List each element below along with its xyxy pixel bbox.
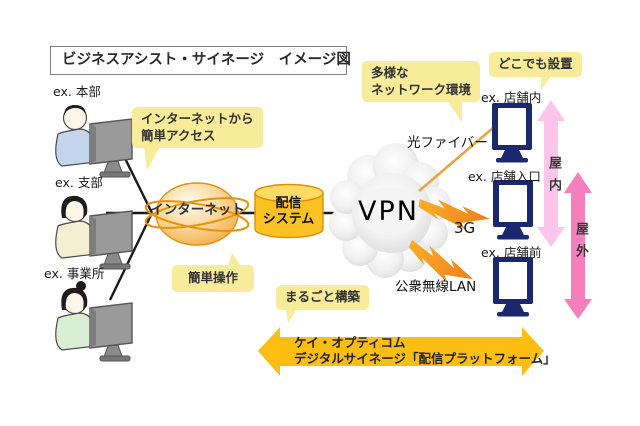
bubble-easy-access-line1: インターネットから xyxy=(141,111,254,126)
source-label-branch: ex. 支部 xyxy=(55,175,103,190)
bubble-easy-operation-text: 簡単操作 xyxy=(188,270,239,285)
bubble-place-anywhere: どこでも設置 xyxy=(489,52,582,90)
bubble-network-env: 多様な ネットワーク環境 xyxy=(362,61,481,122)
internet-label: インターネット xyxy=(150,202,245,218)
bubble-tail xyxy=(541,75,551,90)
bubble-whole-build-text: まるごと構築 xyxy=(285,289,361,304)
outdoor-zone-label: 屋外 xyxy=(573,222,588,266)
bubble-tail xyxy=(228,253,241,266)
indoor-zone-label: 屋内 xyxy=(546,156,561,200)
source-label-headquarters: ex. 本部 xyxy=(53,84,101,99)
vpn-label: VPN xyxy=(358,196,419,227)
delivery-cylinder xyxy=(254,183,324,239)
bubble-easy-operation: 簡単操作 xyxy=(172,253,255,292)
banner-text: ケイ・オプティコム デジタルサイネージ「配信プラットフォーム」 xyxy=(294,335,556,366)
bubble-tail xyxy=(144,147,160,170)
source-label-office: ex. 事業所 xyxy=(44,266,105,281)
delivery-line2: システム xyxy=(262,212,315,227)
bubble-tail xyxy=(286,308,297,323)
outdoor-arrow xyxy=(564,172,592,319)
bubble-tail xyxy=(447,101,463,122)
bubble-network-env-line1: 多様な xyxy=(371,65,409,80)
diagram-title: ビジネスアシスト・サイネージ イメージ図 xyxy=(50,46,351,75)
mobile-3g-label: 3G xyxy=(454,219,476,237)
signage-display-entrance xyxy=(493,180,533,240)
banner-line2: デジタルサイネージ「配信プラットフォーム」 xyxy=(294,350,556,366)
person-branch xyxy=(55,195,133,270)
person-office xyxy=(55,281,133,362)
signage-display-front xyxy=(493,257,533,317)
delivery-line1: 配信 xyxy=(275,196,302,211)
display-label-entrance: ex. 店舗入口 xyxy=(468,169,541,184)
bubble-easy-access: インターネットから 簡単アクセス xyxy=(132,107,263,170)
lightning-bolt-3g xyxy=(418,198,490,230)
indoor-arrow xyxy=(537,100,565,247)
wireless-lan-label: 公衆無線LAN xyxy=(395,279,477,295)
internet-globe xyxy=(144,182,250,246)
banner-arrow xyxy=(258,327,544,376)
fiber-line xyxy=(418,126,495,192)
display-label-front: ex. 店舗前 xyxy=(481,245,542,260)
banner-line1: ケイ・オプティコム xyxy=(294,335,406,350)
delivery-system-label: 配信 システム xyxy=(254,196,323,228)
bubble-network-env-line2: ネットワーク環境 xyxy=(371,81,472,97)
bubble-whole-build: まるごと構築 xyxy=(276,285,370,323)
lightning-bolt-wlan xyxy=(408,239,474,283)
bubble-place-anywhere-text: どこでも設置 xyxy=(498,56,573,71)
fiber-label: 光ファイバー xyxy=(407,135,488,151)
bubble-easy-access-line2: 簡単アクセス xyxy=(141,127,216,143)
line-office-internet xyxy=(108,212,154,301)
display-label-instore: ex. 店舗内 xyxy=(481,90,542,105)
person-headquarters xyxy=(55,105,133,178)
signage-display-instore xyxy=(492,103,532,163)
